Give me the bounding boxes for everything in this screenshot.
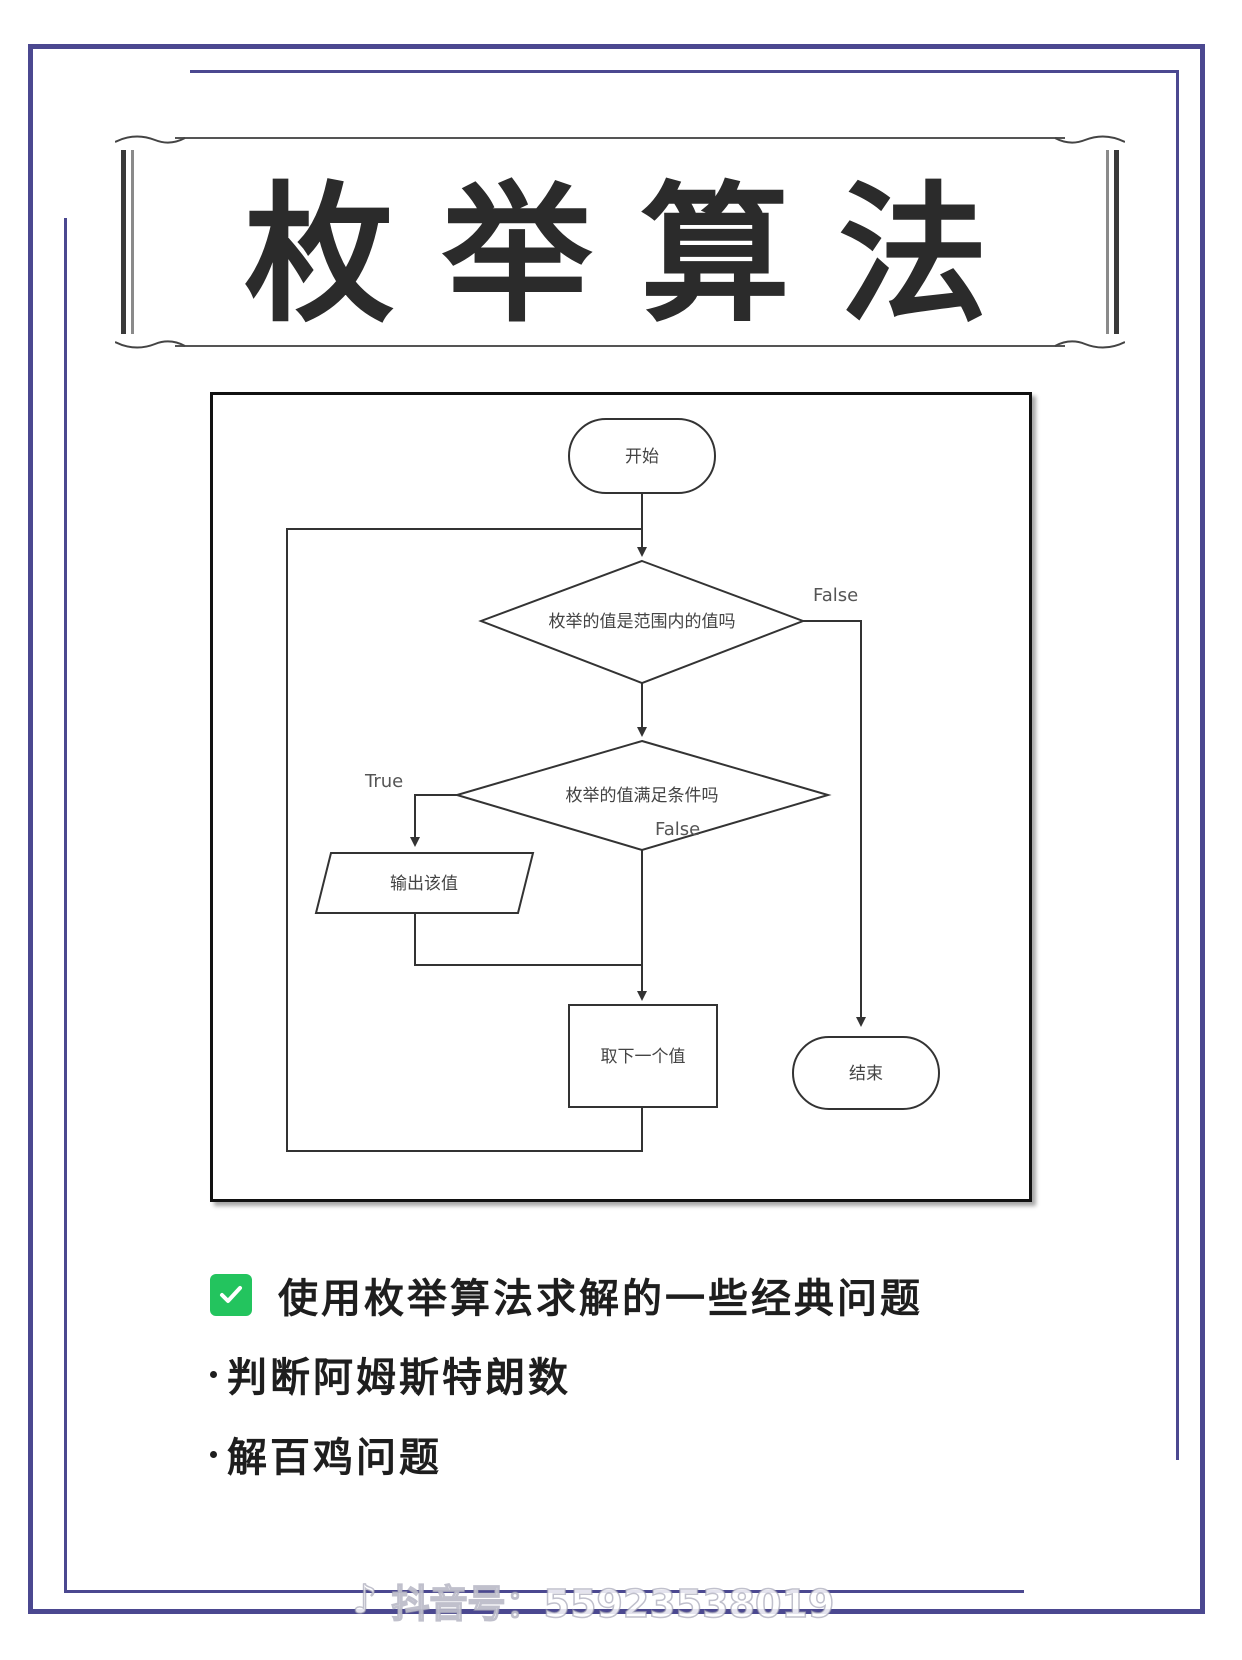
list-item-text: 解百鸡问题 (227, 1435, 442, 1481)
page-frame (28, 44, 1205, 1614)
bullet-icon (210, 1370, 217, 1378)
output-node (314, 852, 535, 914)
flowchart-panel: 开始 枚举的值是范围内的值吗 枚举的值满足条件吗 输出该值 取下一个值 结束 F… (210, 392, 1032, 1202)
true-label: True (364, 771, 403, 792)
list-heading-text: 使用枚举算法求解的一些经典问题 (278, 1276, 923, 1322)
watermark-text: 抖音号：55923538019 (391, 1581, 835, 1627)
frame-inner-top-line (190, 70, 1178, 73)
false-label-range: False (813, 585, 858, 606)
frame-inner-bottom-line (64, 1590, 1024, 1593)
output-label: 输出该值 (390, 874, 458, 894)
end-node (792, 1036, 940, 1110)
bullet-icon (210, 1450, 217, 1458)
flowchart-diagram: 开始 枚举的值是范围内的值吗 枚举的值满足条件吗 输出该值 取下一个值 结束 F… (286, 418, 940, 1152)
page-title: 枚举算法 (243, 168, 1036, 343)
title-banner-ornament (115, 135, 1125, 349)
list-item: 解百鸡问题 (210, 1423, 1110, 1485)
decision-condition-label: 枚举的值满足条件吗 (566, 786, 719, 806)
list-item-text: 判断阿姆斯特朗数 (227, 1355, 571, 1401)
list-heading: 使用枚举算法求解的一些经典问题 (210, 1265, 1110, 1325)
title-banner: 枚举算法 (115, 132, 1125, 352)
watermark: ♪ 抖音号：55923538019 (351, 1572, 835, 1628)
next-value-node (568, 1004, 718, 1108)
problem-list: 使用枚举算法求解的一些经典问题 判断阿姆斯特朗数 解百鸡问题 (210, 1265, 1110, 1485)
start-label: 开始 (625, 447, 659, 467)
list-item: 判断阿姆斯特朗数 (210, 1343, 1110, 1405)
frame-inner-left-line (64, 218, 67, 1592)
next-value-label: 取下一个值 (601, 1047, 686, 1067)
frame-inner-right-line (1176, 70, 1179, 1460)
end-label: 结束 (849, 1064, 883, 1084)
decision-range-label: 枚举的值是范围内的值吗 (549, 612, 736, 632)
false-label-condition: False (655, 819, 700, 840)
check-icon (210, 1274, 252, 1316)
douyin-logo-icon: ♪ (351, 1576, 378, 1624)
